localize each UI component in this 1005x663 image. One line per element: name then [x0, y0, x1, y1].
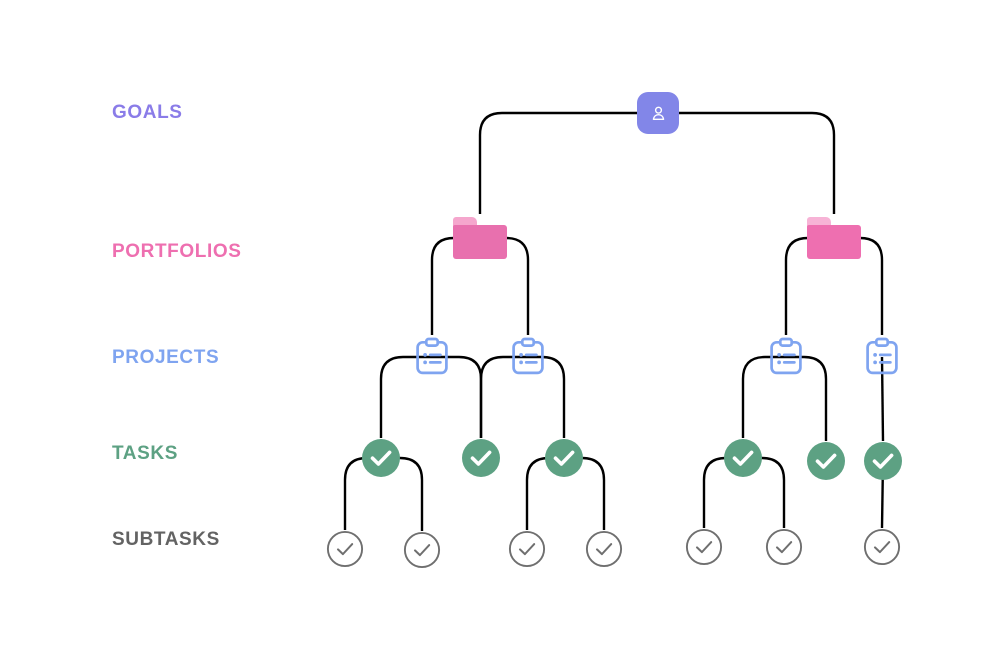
check-circle-filled-icon [545, 439, 583, 477]
clipboard-icon [416, 337, 448, 375]
node-p2[interactable] [807, 217, 861, 259]
clipboard-icon [866, 337, 898, 375]
node-s2[interactable] [403, 531, 441, 569]
row-label-portfolios: PORTFOLIOS [112, 241, 242, 263]
folder-body [453, 225, 507, 259]
folder-icon [453, 217, 507, 259]
connector-g1-to-p1 [478, 111, 658, 214]
node-g1[interactable] [637, 92, 679, 134]
connector-t4-to-s6 [743, 456, 786, 528]
connector-pr3-to-t4 [741, 355, 786, 438]
row-label-goals-text: GOALS [112, 102, 183, 123]
node-pr1[interactable] [414, 337, 450, 377]
check-circle-filled-icon [864, 442, 902, 480]
node-t4[interactable] [723, 438, 763, 478]
node-t5[interactable] [806, 441, 846, 481]
node-pr4[interactable] [864, 337, 900, 377]
check-circle-outline-icon [326, 530, 364, 568]
check-circle-outline-icon [685, 528, 723, 566]
trophy-icon [637, 92, 679, 134]
node-s5[interactable] [685, 528, 723, 566]
connector-pr1-to-t1 [379, 355, 432, 438]
row-label-subtasks-text: SUBTASKS [112, 529, 220, 550]
connector-g1-to-p2 [658, 111, 836, 214]
connector-pr4-to-t6 [880, 356, 885, 442]
node-p1[interactable] [453, 217, 507, 259]
node-pr2[interactable] [510, 337, 546, 377]
row-label-portfolios-text: PORTFOLIOS [112, 241, 242, 262]
check-circle-outline-icon [585, 530, 623, 568]
row-label-goals: GOALS [112, 102, 183, 124]
connector-pr3-to-t5 [786, 355, 828, 441]
check-circle-filled-icon [724, 439, 762, 477]
clipboard-icon [512, 337, 544, 375]
node-s7[interactable] [863, 528, 901, 566]
check-circle-outline-icon [508, 530, 546, 568]
row-label-tasks-text: TASKS [112, 443, 178, 464]
row-label-projects-text: PROJECTS [112, 347, 220, 368]
row-label-subtasks: SUBTASKS [112, 529, 220, 551]
node-s6[interactable] [765, 528, 803, 566]
node-t6[interactable] [863, 441, 903, 481]
row-label-tasks: TASKS [112, 443, 178, 465]
node-s1[interactable] [326, 530, 364, 568]
node-s4[interactable] [585, 530, 623, 568]
check-circle-outline-icon [863, 528, 901, 566]
row-label-projects: PROJECTS [112, 347, 219, 369]
check-circle-filled-icon [807, 442, 845, 480]
check-circle-outline-icon [765, 528, 803, 566]
check-circle-filled-icon [362, 439, 400, 477]
node-pr3[interactable] [768, 337, 804, 377]
node-t2[interactable] [461, 438, 501, 478]
node-t3[interactable] [544, 438, 584, 478]
check-circle-filled-icon [462, 439, 500, 477]
folder-icon [807, 217, 861, 259]
node-s3[interactable] [508, 530, 546, 568]
check-circle-outline-icon [403, 531, 441, 569]
folder-body [807, 225, 861, 259]
connector-t1-to-s2 [381, 456, 424, 531]
clipboard-icon [770, 337, 802, 375]
node-t1[interactable] [361, 438, 401, 478]
connector-pr2-to-t2 [479, 355, 528, 438]
